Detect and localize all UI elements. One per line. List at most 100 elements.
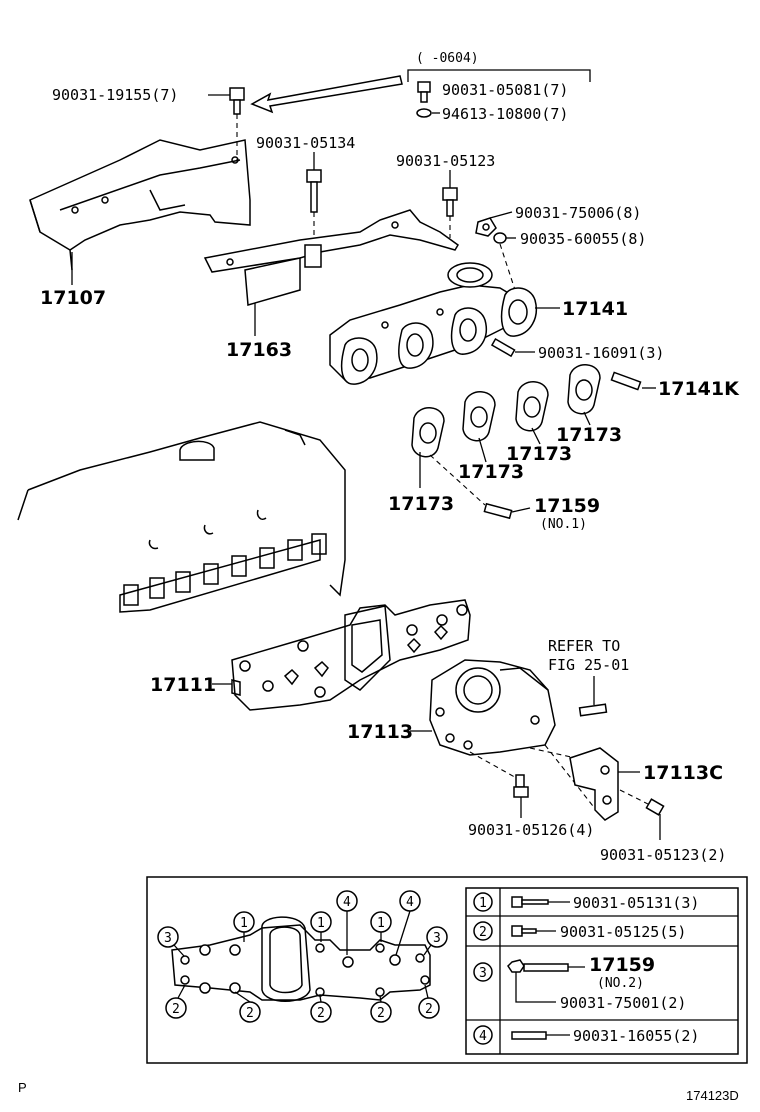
inset-panel-frame [146, 876, 748, 1064]
legend-part-17159: 17159 [589, 954, 655, 976]
svg-text:1: 1 [479, 896, 487, 911]
callout-90031-19155: 90031-19155(7) [52, 86, 178, 104]
bolt-icon [442, 187, 458, 217]
inset-marker-2: 2 [418, 997, 440, 1019]
bolt-icon [511, 896, 549, 908]
svg-text:4: 4 [343, 895, 351, 910]
inset-manifold-diagram [171, 916, 431, 1002]
legend-row-4: 4 90031-16055(2) [473, 1025, 699, 1045]
callout-17113: 17113 [347, 721, 413, 743]
stud-icon [490, 338, 516, 358]
svg-text:1: 1 [240, 916, 248, 931]
legend-table [465, 887, 739, 1055]
callout-17141: 17141 [562, 298, 628, 320]
intake-manifold-drawing [231, 599, 471, 711]
inset-marker-2: 2 [165, 997, 187, 1019]
footer-left-mark: P [18, 1080, 27, 1095]
bolt-icon [511, 925, 537, 937]
legend-row-2: 2 90031-05125(5) [473, 921, 686, 941]
gasket-drawing [411, 407, 445, 458]
legend-row-3: 3 17159 (NO.2) 90031-75001(2) [473, 954, 686, 1012]
svg-text:4: 4 [406, 895, 414, 910]
inset-marker-3: 3 [157, 926, 179, 948]
nut-icon [475, 217, 497, 237]
callout-90035-60055: 90035-60055(8) [520, 230, 646, 248]
stud-icon [483, 502, 513, 520]
svg-text:2: 2 [172, 1002, 180, 1017]
bolt-icon [645, 798, 665, 816]
insulator-17163-drawing [203, 209, 459, 306]
inset-marker-3: 3 [426, 926, 448, 948]
refer-to-line1: REFER TO [548, 637, 620, 655]
callout-17141k: 17141K [658, 378, 740, 400]
stud-icon [523, 963, 569, 972]
inset-marker-1: 1 [370, 911, 392, 933]
callout-17173-d: 17173 [556, 424, 622, 446]
legend-part-17159-note: (NO.2) [597, 976, 644, 991]
legend-part-05131: 90031-05131(3) [573, 894, 699, 912]
callout-90031-05081: 90031-05081(7) [442, 81, 568, 99]
stud-icon [511, 1031, 547, 1040]
intake-connector-drawing [429, 659, 556, 756]
callout-17173-c: 17173 [506, 443, 572, 465]
callout-90031-16091: 90031-16091(3) [538, 344, 664, 362]
gasket-drawing [515, 381, 549, 432]
svg-text:2: 2 [377, 1006, 385, 1021]
exhaust-manifold-drawing [329, 262, 537, 385]
svg-text:4: 4 [479, 1029, 487, 1044]
callout-90031-05123-top: 90031-05123 [396, 152, 495, 170]
inset-marker-4: 4 [399, 890, 421, 912]
bracket-17113c-drawing [569, 747, 619, 821]
arrow-icon [250, 75, 403, 114]
svg-text:2: 2 [479, 925, 487, 940]
engine-block-outline [17, 421, 346, 613]
legend-part-75001: 90031-75001(2) [560, 994, 686, 1012]
svg-text:2: 2 [425, 1002, 433, 1017]
gasket-drawing [567, 364, 601, 415]
figure-code: 174123D [686, 1088, 739, 1103]
bolt-icon [417, 81, 431, 103]
svg-text:2: 2 [317, 1006, 325, 1021]
stud-icon [610, 371, 642, 391]
bolt-icon [306, 169, 322, 213]
inset-marker-2: 2 [370, 1001, 392, 1023]
inset-marker-2: 2 [239, 1001, 261, 1023]
inset-marker-2: 2 [310, 1001, 332, 1023]
legend-part-16055: 90031-16055(2) [573, 1027, 699, 1045]
legend-row-1: 1 90031-05131(3) [473, 892, 699, 912]
callout-17107: 17107 [40, 287, 106, 309]
callout-17173-b: 17173 [458, 461, 524, 483]
callout-17159-note: (NO.1) [540, 517, 587, 532]
inset-marker-1: 1 [310, 911, 332, 933]
svg-text:1: 1 [317, 916, 325, 931]
inset-marker-1: 1 [233, 911, 255, 933]
nut-icon [507, 959, 525, 973]
callout-17173-a: 17173 [388, 493, 454, 515]
callout-94613-10800: 94613-10800(7) [442, 105, 568, 123]
legend-part-05125: 90031-05125(5) [560, 923, 686, 941]
washer-icon [493, 232, 507, 244]
gasket-drawing [462, 391, 496, 442]
inset-marker-4: 4 [336, 890, 358, 912]
callout-90031-05134: 90031-05134 [256, 134, 355, 152]
bolt-icon [513, 774, 529, 798]
callout-date-range: ( -0604) [416, 51, 479, 66]
callout-90031-05126: 90031-05126(4) [468, 821, 594, 839]
washer-icon [416, 108, 432, 118]
callout-90031-05123-bottom: 90031-05123(2) [600, 846, 726, 864]
svg-text:1: 1 [377, 916, 385, 931]
bolt-icon [229, 87, 245, 115]
insulator-17107-drawing [29, 139, 251, 271]
stud-icon [578, 703, 608, 717]
callout-17163: 17163 [226, 339, 292, 361]
refer-to-line2: FIG 25-01 [548, 656, 629, 674]
callout-17111: 17111 [150, 674, 216, 696]
svg-text:3: 3 [479, 966, 487, 981]
svg-text:2: 2 [246, 1006, 254, 1021]
callout-17159: 17159 [534, 495, 600, 517]
svg-text:3: 3 [433, 931, 441, 946]
callout-17113c: 17113C [643, 762, 723, 784]
svg-text:3: 3 [164, 931, 172, 946]
callout-90031-75006: 90031-75006(8) [515, 204, 641, 222]
